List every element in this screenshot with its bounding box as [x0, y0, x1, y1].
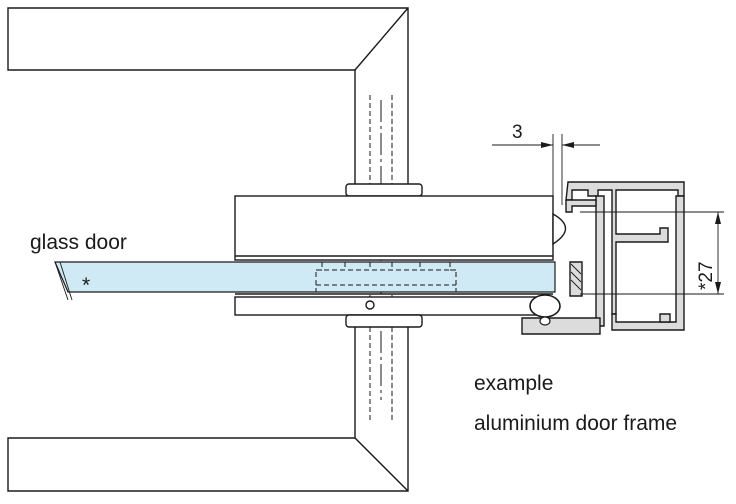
hinge-plate-lower: [234, 296, 554, 316]
rubber-seal: [529, 294, 561, 318]
aluminium-frame-profile: [521, 181, 685, 335]
glass-door-label: glass door: [30, 231, 127, 254]
dimension-depth-value: *27: [696, 261, 717, 290]
clamp-hidden-outline: [315, 262, 457, 292]
screw-hole: [365, 300, 375, 310]
caption-frame-type: aluminium door frame: [474, 412, 677, 435]
hinge-collar-top: [345, 183, 423, 197]
dimension-gap: 3: [492, 122, 600, 205]
glass-marker: *: [82, 274, 90, 297]
hinge-collar-bottom: [345, 314, 423, 328]
dimension-gap-value: 3: [512, 122, 523, 143]
dimension-depth: *27: [580, 211, 724, 295]
hinge-body-upper: [234, 195, 554, 261]
lower-wall-section: [7, 324, 409, 492]
caption-example: example: [474, 372, 553, 395]
upper-wall-section: [7, 7, 409, 191]
